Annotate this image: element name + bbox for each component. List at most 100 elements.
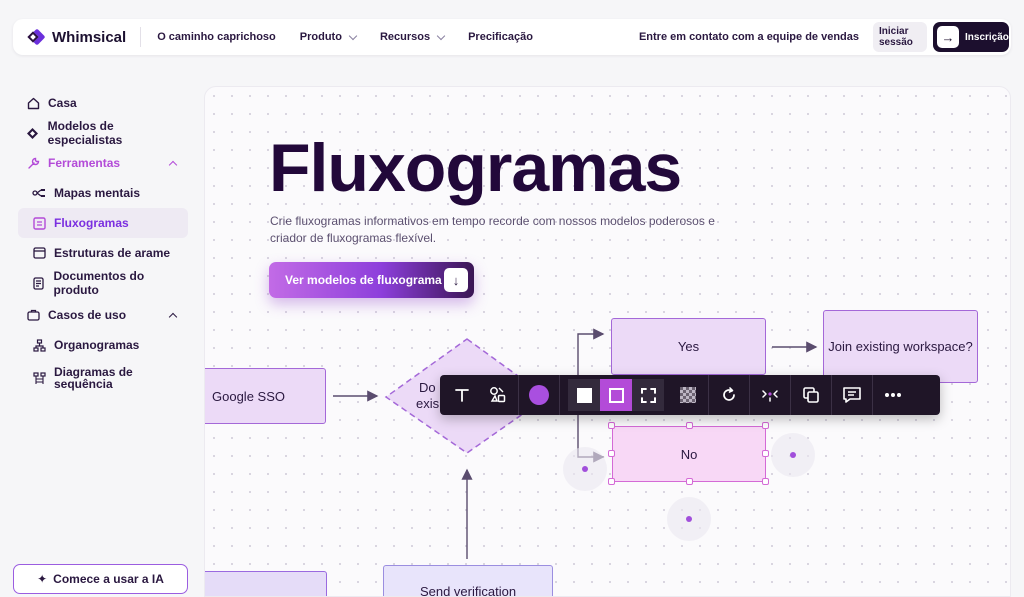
brand-name: Whimsical	[52, 28, 127, 46]
top-navigation: Whimsical O caminho caprichoso Produto R…	[13, 19, 1011, 55]
signup-label: Inscrição	[965, 31, 1009, 43]
nav-actions: Entre em contato com a equipe de vendas …	[639, 22, 1011, 52]
page-title: Fluxogramas	[269, 130, 682, 206]
sidebar-item-label: Diagramas de sequência	[54, 365, 133, 391]
sidebar-item-label: Organogramas	[54, 338, 140, 352]
sequence-icon	[32, 371, 46, 385]
sidebar-item-use-cases[interactable]: Casos de uso	[18, 300, 188, 330]
sidebar-item-wireframes[interactable]: Estruturas de arame	[18, 238, 188, 268]
wireframe-icon	[32, 246, 46, 260]
more-icon[interactable]	[875, 379, 911, 411]
text-icon[interactable]	[444, 379, 480, 411]
whimsical-logo-icon	[27, 28, 47, 46]
arrow-down-icon: ↓	[444, 268, 468, 292]
resize-handle[interactable]	[608, 478, 615, 485]
arrow-right-icon: →	[937, 26, 959, 48]
sidebar-item-tools[interactable]: Ferramentas	[18, 148, 188, 178]
sidebar-item-label: Documentos do produto	[53, 269, 145, 297]
resize-handle[interactable]	[762, 422, 769, 429]
sidebar-item-flowcharts[interactable]: Fluxogramas	[18, 208, 188, 238]
resize-handle[interactable]	[608, 450, 615, 457]
nav-link-resources[interactable]: Recursos	[379, 31, 446, 43]
node-no-selected[interactable]: No	[612, 426, 766, 482]
home-icon	[26, 96, 40, 110]
rotate-icon[interactable]	[711, 379, 747, 411]
nav-link-label: Recursos	[379, 31, 431, 43]
comment-icon[interactable]	[834, 379, 870, 411]
node-yes[interactable]: Yes	[611, 318, 766, 375]
sidebar-item-product-docs[interactable]: Documentos do produto	[18, 268, 188, 298]
sidebar-item-label: Mapas mentais	[54, 186, 141, 200]
chevron-down-icon	[348, 31, 358, 40]
nav-link-label: Produto	[299, 31, 342, 43]
chevron-down-icon	[436, 31, 446, 40]
orgchart-icon	[32, 338, 46, 352]
toolbar-divider	[831, 375, 832, 415]
nav-link-pricing[interactable]: Precificação	[468, 31, 533, 43]
toolbar-divider	[749, 375, 750, 415]
hero-canvas: Fluxogramas Crie fluxogramas informativo…	[204, 86, 1011, 597]
fill-dashed-icon[interactable]	[632, 379, 664, 411]
view-templates-label: Ver modelos de fluxograma	[285, 273, 442, 287]
diamond-icon	[26, 126, 40, 140]
nav-link-label: O caminho caprichoso	[157, 31, 276, 43]
shape-toolbar	[440, 375, 940, 415]
resize-handle[interactable]	[686, 422, 693, 429]
sidebar-item-expert-templates[interactable]: Modelos de especialistas	[18, 118, 188, 148]
connector-handle-bottom[interactable]	[667, 497, 711, 541]
brand-logo[interactable]: Whimsical	[27, 19, 127, 55]
sidebar: Casa Modelos de especialistas Ferramenta…	[18, 88, 188, 396]
fill-style-group	[568, 379, 664, 411]
briefcase-icon	[26, 308, 40, 322]
sidebar-item-label: Casos de uso	[48, 308, 127, 322]
chevron-up-icon	[168, 312, 178, 321]
view-templates-button[interactable]: Ver modelos de fluxograma ↓	[269, 262, 474, 298]
start-ai-button[interactable]: ✦ Comece a usar a IA	[13, 564, 188, 594]
sidebar-item-home[interactable]: Casa	[18, 88, 188, 118]
document-icon	[32, 276, 46, 290]
node-join-workspace[interactable]: Join existing workspace?	[823, 310, 978, 383]
sidebar-item-label: Fluxogramas	[54, 216, 129, 230]
node-google-sso[interactable]: Google SSO	[205, 368, 326, 424]
toolbar-divider	[708, 375, 709, 415]
toolbar-divider	[790, 375, 791, 415]
decision-text-line2: exis	[416, 396, 440, 411]
nav-link-whimsical-way[interactable]: O caminho caprichoso	[157, 31, 276, 43]
fill-solid-icon[interactable]	[568, 379, 600, 411]
duplicate-icon[interactable]	[793, 379, 829, 411]
nav-link-product[interactable]: Produto	[299, 31, 358, 43]
connector-handle-left[interactable]	[563, 447, 607, 491]
node-send-verification[interactable]: Send verification	[383, 565, 553, 596]
sidebar-item-sequence-diagrams[interactable]: Diagramas de sequência	[18, 360, 188, 396]
resize-handle[interactable]	[762, 450, 769, 457]
decision-text-line1: Do	[419, 380, 436, 395]
sparkle-icon: ✦	[37, 572, 48, 586]
nav-link-label: Precificação	[468, 31, 533, 43]
resize-handle[interactable]	[608, 422, 615, 429]
sidebar-item-label: Casa	[48, 96, 77, 110]
login-button[interactable]: Iniciar sessão	[873, 22, 927, 52]
page-subtitle: Crie fluxogramas informativos em tempo r…	[270, 214, 715, 245]
fill-outline-icon[interactable]	[600, 379, 632, 411]
start-ai-label: Comece a usar a IA	[53, 572, 164, 586]
sidebar-item-mind-maps[interactable]: Mapas mentais	[18, 178, 188, 208]
color-icon[interactable]	[521, 379, 557, 411]
connectors-icon[interactable]	[752, 379, 788, 411]
signup-button[interactable]: → Inscrição	[933, 22, 1009, 52]
toolbar-divider	[559, 375, 560, 415]
resize-handle[interactable]	[686, 478, 693, 485]
opacity-icon[interactable]	[670, 379, 706, 411]
toolbar-divider	[518, 375, 519, 415]
connector-handle-right[interactable]	[771, 433, 815, 477]
nav-divider	[140, 27, 142, 47]
node-bottom-left[interactable]	[205, 571, 327, 596]
contact-sales-link[interactable]: Entre em contato com a equipe de vendas	[638, 31, 859, 43]
sidebar-item-label: Modelos de especialistas	[47, 119, 123, 147]
resize-handle[interactable]	[762, 478, 769, 485]
mindmap-icon	[32, 186, 46, 200]
flowchart-icon	[32, 216, 46, 230]
sidebar-item-org-charts[interactable]: Organogramas	[18, 330, 188, 360]
sidebar-item-label: Estruturas de arame	[54, 246, 171, 260]
sidebar-item-label: Ferramentas	[48, 156, 121, 170]
shapes-icon[interactable]	[480, 379, 516, 411]
